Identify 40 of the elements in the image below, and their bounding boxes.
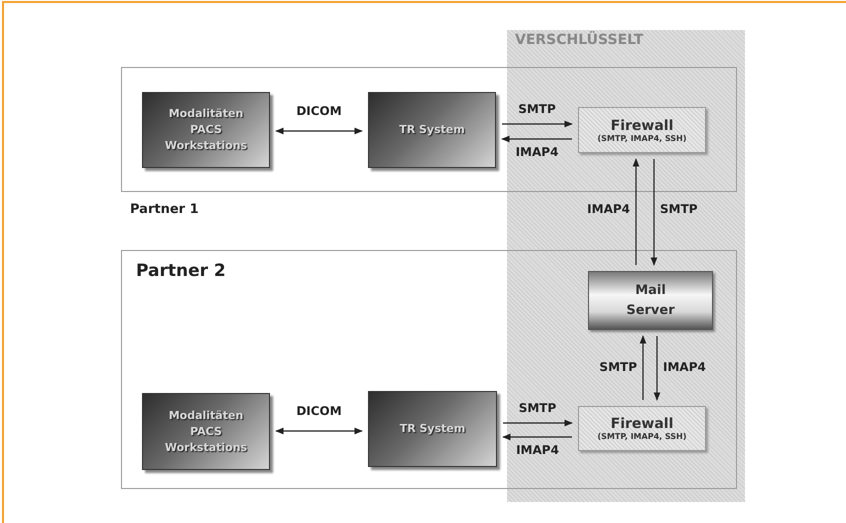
box-label: Firewall: [610, 416, 674, 432]
firewall-box: [578, 406, 706, 451]
protocol-list: (SMTP, IMAP4, SSH): [598, 134, 686, 142]
system-box: [142, 92, 270, 168]
box-label: Mail Server: [625, 282, 676, 320]
arrow: [503, 420, 573, 426]
partner-group-box: [121, 250, 737, 489]
edge-label: DICOM: [296, 104, 342, 118]
group-label: Partner 1: [130, 202, 199, 217]
edge-label: IMAP4: [587, 202, 630, 216]
arrow: [502, 434, 572, 440]
mail-server-box: [588, 271, 713, 330]
edge-label: IMAP4: [663, 360, 706, 374]
edge-label: IMAP4: [516, 443, 559, 457]
protocol-list: (SMTP, IMAP4, SSH): [598, 432, 686, 441]
system-box: [142, 393, 270, 470]
system-box: [368, 92, 496, 168]
box-label: Modalitäten PACS Workstations: [164, 106, 248, 154]
edge-label: SMTP: [518, 102, 556, 116]
arrow: [275, 428, 363, 434]
edge-label: SMTP: [518, 401, 556, 415]
box-label: Modalitäten PACS Workstations: [164, 408, 248, 456]
arrow: [632, 158, 640, 265]
box-label: TR System: [398, 421, 466, 437]
arrow: [501, 136, 572, 142]
arrow: [654, 336, 660, 401]
edge-label: DICOM: [296, 404, 342, 418]
arrow: [640, 335, 646, 400]
box-label: Firewall: [610, 118, 674, 134]
system-box: [368, 391, 497, 467]
group-label: Partner 2: [136, 261, 226, 281]
edge-label: IMAP4: [516, 145, 558, 159]
arrow: [275, 128, 363, 134]
arrow: [650, 159, 658, 266]
edge-label: SMTP: [599, 360, 637, 374]
arrow: [502, 120, 573, 128]
box-label: TR System: [398, 122, 466, 138]
firewall-box: [578, 107, 706, 153]
edge-label: SMTP: [660, 202, 698, 216]
zone-title: VERSCHLÜSSELT: [515, 32, 644, 48]
